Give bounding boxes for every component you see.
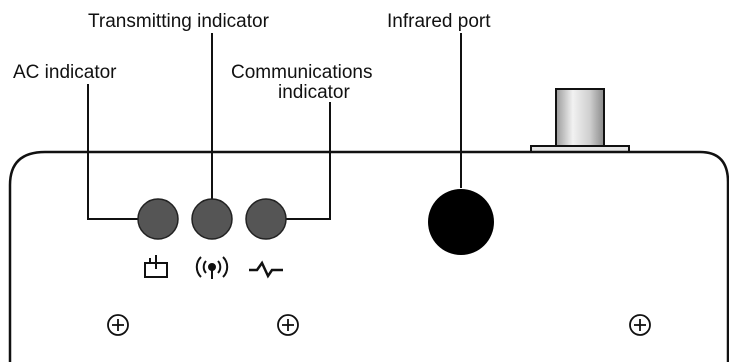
ac-leader-line — [87, 84, 138, 220]
screw-icon — [107, 314, 129, 336]
communications-indicator-led — [245, 198, 287, 240]
wireless-signal-icon — [195, 256, 229, 279]
communications-indicator-label-line2: indicator — [278, 82, 350, 103]
screw-icon — [629, 314, 651, 336]
communications-indicator-label-line1: Communications — [231, 62, 373, 83]
infrared-port-label: Infrared port — [387, 11, 491, 32]
transmitting-indicator-led — [191, 198, 233, 240]
top-connector — [530, 88, 630, 155]
communications-leader-line — [284, 102, 331, 220]
power-plug-icon — [144, 255, 168, 278]
device-housing — [8, 150, 729, 362]
infrared-port — [428, 189, 494, 255]
transmitting-indicator-label: Transmitting indicator — [88, 11, 270, 32]
leader-lines — [87, 33, 462, 220]
data-link-icon — [249, 260, 283, 279]
ac-indicator-led — [137, 198, 179, 240]
ac-indicator-label: AC indicator — [13, 62, 117, 83]
screw-icon — [277, 314, 299, 336]
